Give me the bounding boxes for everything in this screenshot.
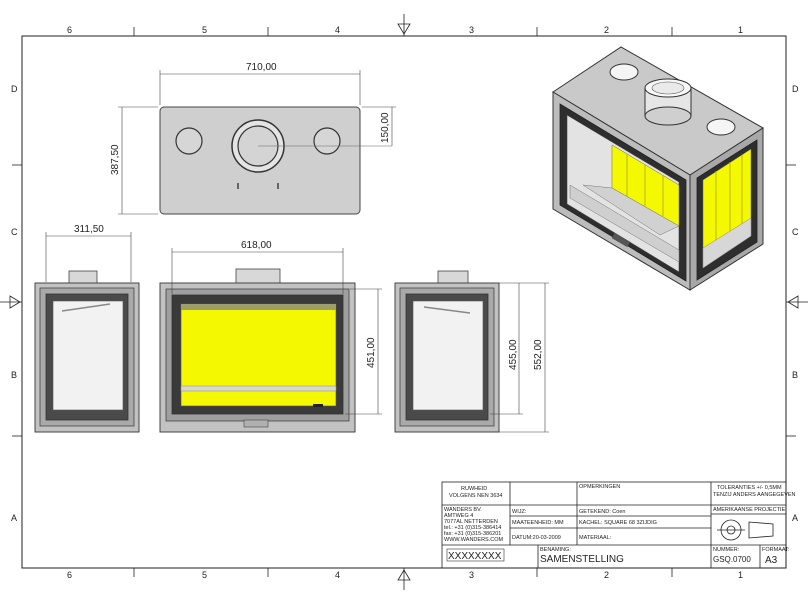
company-line: 7077AL NETTERDEN (444, 519, 498, 525)
grid-labels-right: D C B A (792, 84, 799, 523)
grid-row-label: D (792, 84, 799, 94)
revision-label: WIJZ: (512, 509, 527, 515)
tolerances-note: TENZIJ ANDERS AANGEGEVEN (713, 492, 796, 498)
center-markers (0, 14, 808, 590)
dim-flue-offset: 150,00 (380, 112, 391, 143)
grid-col-label: 6 (67, 25, 72, 35)
grid-col-label: 1 (738, 25, 743, 35)
drawing-name: SAMENSTELLING (540, 554, 624, 565)
grid-row-label: B (11, 370, 17, 380)
projection-label: AMERIKAANSE PROJECTIE (713, 507, 785, 513)
grid-row-label: D (11, 84, 18, 94)
grid-labels-top: 6 5 4 3 2 1 (67, 25, 743, 35)
top-view (159, 106, 392, 215)
drawing-number: GSQ.0700 (713, 555, 751, 564)
number-label: NUMMER: (713, 547, 740, 553)
grid-col-label: 4 (335, 25, 340, 35)
grid-col-label: 4 (335, 570, 340, 580)
grid-row-label: A (11, 513, 17, 523)
top-view-dimension-lines (118, 70, 396, 215)
dim-side-width: 311,50 (74, 224, 104, 235)
company-line: WANDERS BV. (444, 507, 482, 513)
grid-col-label: 3 (469, 25, 474, 35)
drawn-by: GETEKEND: Coen (579, 509, 625, 515)
hatch-text: XXXXXXXX (448, 551, 502, 562)
grid-row-label: C (11, 227, 18, 237)
grid-col-label: 2 (604, 570, 609, 580)
grid-ticks (12, 27, 796, 577)
isometric-view (552, 46, 764, 291)
company-line: AMTWEG 4 (444, 513, 473, 519)
hatch-box (446, 548, 505, 562)
grid-row-label: A (792, 513, 798, 523)
dim-front-width: 618,00 (241, 240, 272, 251)
grid-labels-left: D C B A (11, 84, 18, 523)
roughness-standard: VOLGENS NEN 3634 (449, 493, 503, 499)
company-line: tel.: +31 (0)315-386414 (444, 525, 501, 531)
units: MAATEENHEID: MM (512, 520, 564, 526)
company-line: WWW.WANDERS.COM (444, 537, 503, 543)
grid-col-label: 3 (469, 570, 474, 580)
remarks-label: OPMERKINGEN (579, 484, 620, 490)
grid-row-label: C (792, 227, 799, 237)
title-block (441, 481, 787, 569)
grid-col-label: 5 (202, 25, 207, 35)
roughness-label: RUWHEID (461, 486, 487, 492)
front-view-dimension-lines (171, 248, 382, 415)
projection-symbol-icon (717, 519, 774, 541)
left-side-view (34, 270, 140, 433)
right-view-dimension-lines (490, 282, 549, 433)
grid-col-label: 2 (604, 25, 609, 35)
grid-col-label: 6 (67, 570, 72, 580)
material-label: MATERIAAL: (579, 535, 612, 541)
name-label: BENAMING: (540, 547, 571, 553)
dim-total-height: 552,00 (533, 339, 544, 370)
sheet-format: A3 (765, 555, 778, 566)
dim-glass-height: 451,00 (366, 337, 377, 368)
format-label: FORMAAT: (762, 547, 790, 553)
dim-top-depth: 387,50 (110, 144, 121, 175)
side-view-dimension-lines (45, 232, 132, 282)
tolerances-label: TOLERANTIES +/- 0,5MM (717, 485, 782, 491)
dim-top-width: 710,00 (246, 62, 277, 73)
dim-body-height: 455,00 (508, 339, 519, 370)
right-side-view (394, 270, 500, 433)
front-view (159, 268, 356, 433)
drawing-date: DATUM:20-03-2009 (512, 535, 561, 541)
grid-row-label: B (792, 370, 798, 380)
stove-model: KACHEL: SQUARE 68 3ZIJDIG (579, 520, 657, 526)
grid-labels-bottom: 6 5 4 3 2 1 (67, 570, 743, 580)
company-line: fax: +31 (0)315-386201 (444, 531, 501, 537)
grid-col-label: 5 (202, 570, 207, 580)
grid-col-label: 1 (738, 570, 743, 580)
